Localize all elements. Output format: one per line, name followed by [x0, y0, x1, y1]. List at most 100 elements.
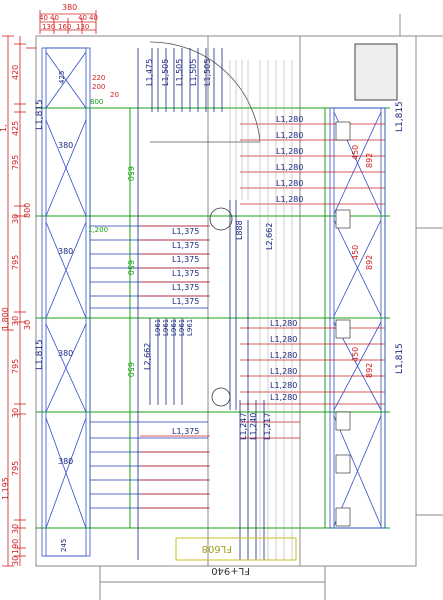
- top-joist-label-4: L1,505: [189, 59, 198, 86]
- beam-label-top-2: L1,280: [276, 131, 303, 140]
- top-segment-1: 40: [39, 14, 48, 22]
- beam-label-mid-6: L1,280: [270, 393, 297, 402]
- l961-5: L961: [186, 319, 194, 336]
- l961-3: L961: [170, 319, 178, 336]
- truss-dim-380-4: 380: [58, 457, 73, 466]
- equipment-box: [354, 43, 398, 101]
- joist-label-1: L1,375: [172, 227, 199, 236]
- label-l1247: L1,247: [239, 413, 248, 440]
- left-dim-1800: 1,800: [1, 307, 10, 330]
- label-l1240: L1,240: [249, 413, 258, 440]
- beam-label-mid-2: L1,280: [270, 335, 297, 344]
- left-side-label-bottom: L1,815: [35, 339, 45, 370]
- left-side-label-top: L1,815: [35, 99, 45, 130]
- truss-dim-380-1: 380: [58, 141, 73, 150]
- top-joist-label-2: L1,505: [161, 59, 170, 86]
- green-dim-650-1: 650: [126, 166, 135, 181]
- anchor-tags: [335, 121, 351, 527]
- left-dim-1: 1,: [0, 124, 8, 132]
- beam-label-mid-5: L1,280: [270, 381, 297, 390]
- left-dim-30f: 30: [11, 556, 20, 566]
- l961-2: L961: [162, 319, 170, 336]
- joist-label-6: L1,375: [172, 297, 199, 306]
- top-sub-2: 160: [58, 23, 71, 31]
- dim-425: 425: [58, 71, 66, 84]
- top-dimension-line: [39, 10, 97, 34]
- top-sub-3: 130: [76, 23, 89, 31]
- left-dim-30d: 30: [11, 408, 20, 418]
- truss-dim-380-2: 380: [58, 247, 73, 256]
- dim-450-3: 450: [351, 347, 360, 362]
- label-l2662-center: L2,662: [265, 223, 274, 250]
- left-dim-30e: 30: [11, 524, 20, 534]
- left-dim-190: 190: [11, 539, 20, 554]
- left-dim-795d: 795: [11, 461, 20, 476]
- dim-450-1: 450: [351, 145, 360, 160]
- beam-label-top-4: L1,280: [276, 163, 303, 172]
- door-swing: [149, 41, 261, 143]
- dim-892-1: 892: [365, 153, 374, 168]
- left-dim-30c: 30: [11, 316, 20, 326]
- beam-label-top-1: L1,280: [276, 115, 303, 124]
- floor-level-box: [175, 537, 297, 561]
- dim-1200: 1,200: [88, 226, 108, 234]
- joist-label-bottom: L1,375: [172, 427, 199, 436]
- dim-892-2: 892: [365, 255, 374, 270]
- beam-label-mid-4: L1,280: [270, 367, 297, 376]
- vertical-joists: [137, 48, 265, 560]
- dim-200: 200: [92, 83, 105, 91]
- left-dim-795a: 795: [11, 155, 20, 170]
- left-dim-795c: 795: [11, 359, 20, 374]
- floor-level-940: FL+940: [211, 565, 250, 576]
- dim-20: 20: [110, 91, 119, 99]
- right-side-label-top: L1,815: [395, 101, 405, 132]
- top-sub-1: 130: [42, 23, 55, 31]
- joist-label-4: L1,375: [172, 269, 199, 278]
- joist-label-3: L1,375: [172, 255, 199, 264]
- top-overall-dimension: 380: [62, 3, 77, 12]
- dim-450-2: 450: [351, 245, 360, 260]
- label-l2662-left: L2,662: [143, 343, 152, 370]
- left-dim-1195: 1,195: [1, 477, 10, 500]
- left-dim-30b: 30: [23, 320, 32, 330]
- joist-label-2: L1,375: [172, 241, 199, 250]
- dim-892-3: 892: [365, 363, 374, 378]
- dim-800-green: 800: [90, 98, 103, 106]
- top-joist-label-3: L1,505: [175, 59, 184, 86]
- green-dim-650-2: 650: [126, 260, 135, 275]
- top-segment-4: 40: [89, 14, 98, 22]
- beam-label-top-6: L1,280: [276, 195, 303, 204]
- beam-label-top-5: L1,280: [276, 179, 303, 188]
- left-dimension-line: [2, 35, 36, 567]
- left-dim-800: 800: [23, 203, 32, 218]
- truss-dim-380-3: 380: [58, 349, 73, 358]
- top-segment-2: 40: [50, 14, 59, 22]
- green-dim-650-3: 650: [126, 362, 135, 377]
- l961-1: L961: [154, 319, 162, 336]
- beam-label-mid-1: L1,280: [270, 319, 297, 328]
- column-circle: [209, 207, 233, 407]
- floor-level-608: FL608: [202, 543, 232, 554]
- top-segment-3: 40: [78, 14, 87, 22]
- hatching: [229, 60, 293, 560]
- label-l1217: L1,217: [263, 413, 272, 440]
- dim-220: 220: [92, 74, 105, 82]
- left-dim-30a: 30: [11, 214, 20, 224]
- right-truss: [329, 107, 386, 529]
- left-dim-795b: 795: [11, 255, 20, 270]
- red-beams: [140, 123, 385, 509]
- joist-label-5: L1,375: [172, 283, 199, 292]
- right-side-label-bottom: L1,815: [395, 343, 405, 374]
- top-joist-label-1: L1,475: [145, 59, 154, 86]
- left-truss: [41, 47, 91, 557]
- dim-245: 245: [60, 539, 68, 552]
- left-dim-420: 420: [11, 65, 20, 80]
- beam-label-top-3: L1,280: [276, 147, 303, 156]
- label-l888: L888: [235, 220, 244, 240]
- beam-label-mid-3: L1,280: [270, 351, 297, 360]
- left-dim-425: 425: [11, 121, 20, 136]
- top-joist-label-5: L1,505: [203, 59, 212, 86]
- l961-4: L961: [178, 319, 186, 336]
- building-outline: [35, 14, 443, 600]
